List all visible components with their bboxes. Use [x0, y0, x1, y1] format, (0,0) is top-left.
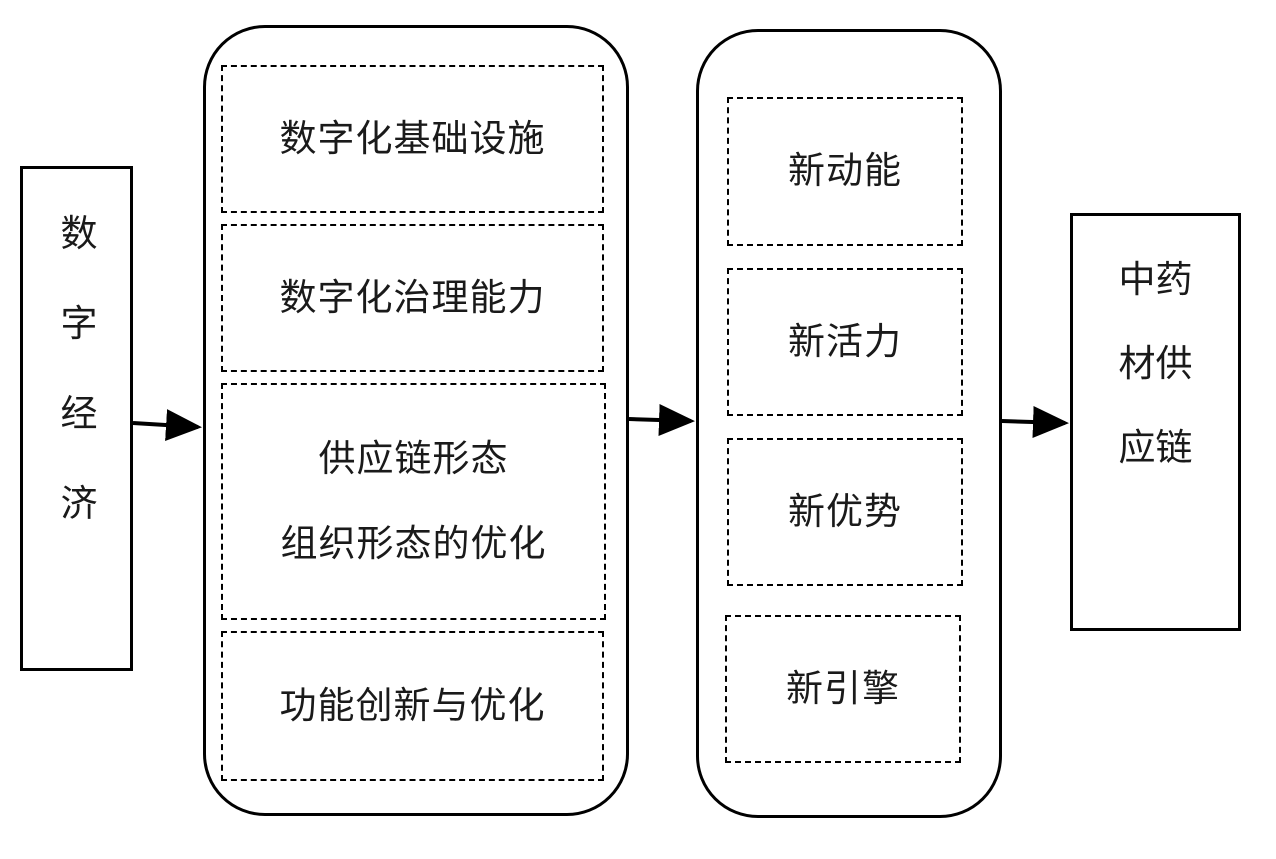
tcm-supply-chain-label: 中药 材供 应链 [1118, 258, 1193, 469]
mechanism-item-label: 功能创新与优化 [279, 683, 546, 727]
effect-item: 新优势 [727, 438, 963, 586]
effect-item-label: 新优势 [788, 489, 902, 533]
arrow-effects-to-supply-chain [1001, 405, 1069, 438]
mechanism-item: 功能创新与优化 [221, 631, 604, 781]
mechanism-group [203, 25, 629, 816]
arrow-mechanisms-to-effects [628, 403, 695, 436]
effect-item-label: 新引擎 [786, 666, 900, 710]
effect-item-label: 新动能 [788, 149, 902, 193]
digital-economy-label: 数 字 经 济 [60, 212, 98, 525]
effect-item: 新动能 [727, 97, 963, 246]
tcm-supply-chain-box [1070, 213, 1241, 631]
mechanism-item: 供应链形态 组织形态的优化 [221, 383, 606, 620]
effects-group [696, 29, 1002, 818]
digital-economy-box [20, 166, 133, 671]
mechanism-item: 数字化基础设施 [221, 65, 604, 213]
mechanism-item-label-line: 组织形态的优化 [280, 521, 547, 565]
mechanism-item: 数字化治理能力 [221, 224, 604, 372]
arrow-economy-to-mechanisms [132, 409, 202, 442]
effect-item-label: 新活力 [788, 319, 902, 363]
mechanism-item-label-line: 供应链形态 [318, 436, 509, 480]
mechanism-item-label: 数字化基础设施 [279, 116, 546, 160]
effect-item: 新引擎 [725, 615, 961, 763]
mechanism-item-label: 数字化治理能力 [279, 275, 546, 319]
effect-item: 新活力 [727, 268, 963, 416]
